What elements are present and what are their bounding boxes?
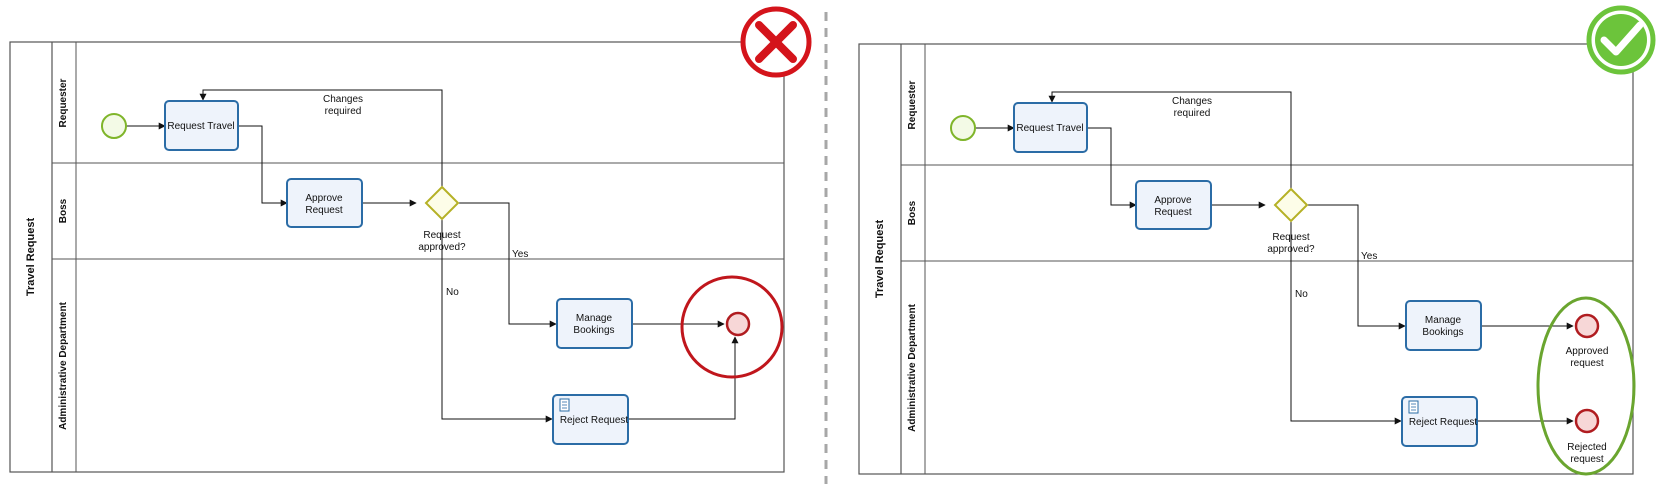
svg-text:Manage: Manage <box>576 313 613 324</box>
task-reject-request: Reject Request <box>1401 396 1478 447</box>
lane-label-requester: Requester <box>58 78 69 127</box>
start-event <box>950 115 976 141</box>
task-request-travel: Request Travel <box>164 100 239 151</box>
flow-request-to-approve <box>1086 127 1137 209</box>
pool <box>858 43 1634 475</box>
end-event-approved: Approved request <box>1566 313 1609 369</box>
flow-no <box>441 219 553 423</box>
end-event-rejected: Rejected request <box>1567 408 1607 465</box>
pool <box>9 41 785 473</box>
flow-label-required: required <box>1174 108 1211 119</box>
start-event <box>101 113 127 139</box>
svg-text:Request: Request <box>1272 232 1309 243</box>
svg-text:Approve: Approve <box>305 193 343 204</box>
gateway-request-approved: Request approved? <box>418 185 466 253</box>
cross-icon <box>740 6 812 78</box>
svg-text:approved?: approved? <box>1267 244 1315 255</box>
svg-text:Reject Request: Reject Request <box>1409 417 1478 428</box>
svg-text:Reject Request: Reject Request <box>560 415 629 426</box>
svg-text:approved?: approved? <box>418 242 466 253</box>
correct-highlight-ring <box>1536 296 1636 476</box>
svg-text:request: request <box>1570 454 1604 465</box>
svg-text:Approved: Approved <box>1566 346 1609 357</box>
flow-yes <box>458 202 557 328</box>
task-approve-request: Approve Request <box>1135 180 1212 230</box>
pool-label: Travel Request <box>874 220 886 299</box>
svg-text:Request Travel: Request Travel <box>1016 123 1083 134</box>
svg-text:Request Travel: Request Travel <box>167 121 234 132</box>
error-highlight-ring <box>680 275 784 379</box>
svg-text:Approve: Approve <box>1154 195 1192 206</box>
pool-label: Travel Request <box>25 218 37 297</box>
script-icon <box>1408 400 1419 414</box>
svg-text:Bookings: Bookings <box>1422 327 1463 338</box>
check-icon <box>1586 5 1656 75</box>
lane-label-boss: Boss <box>907 200 918 225</box>
lane-label-admin: Administrative Department <box>58 301 69 429</box>
task-approve-request: Approve Request <box>286 178 363 228</box>
svg-text:Rejected: Rejected <box>1567 442 1606 453</box>
svg-text:Request: Request <box>305 205 342 216</box>
svg-text:request: request <box>1570 358 1604 369</box>
end-event <box>725 311 751 337</box>
task-reject-request: Reject Request <box>552 394 629 445</box>
svg-text:Request: Request <box>423 230 460 241</box>
script-icon <box>559 398 570 412</box>
flow-label-no: No <box>446 287 459 298</box>
task-manage-bookings: Manage Bookings <box>556 298 633 349</box>
flow-request-to-approve <box>237 125 288 207</box>
diagram-wrong: Travel Request Requester Boss Administra… <box>9 6 812 473</box>
flow-changes-required <box>1048 91 1292 189</box>
flow-label-no: No <box>1295 289 1308 300</box>
lane-label-admin: Administrative Department <box>907 303 918 431</box>
gateway-request-approved: Request approved? <box>1267 187 1315 255</box>
svg-text:Manage: Manage <box>1425 315 1462 326</box>
flow-label-required: required <box>325 106 362 117</box>
flow-yes <box>1307 204 1406 330</box>
svg-text:Request: Request <box>1154 207 1191 218</box>
flow-label-yes: Yes <box>1361 251 1377 262</box>
flow-changes-required <box>199 89 443 187</box>
flow-label-yes: Yes <box>512 249 528 260</box>
lane-label-requester: Requester <box>907 80 918 129</box>
flow-reject-to-end <box>628 336 739 420</box>
diagram-right: Travel Request Requester Boss Administra… <box>858 5 1656 476</box>
lane-label-boss: Boss <box>58 198 69 223</box>
task-request-travel: Request Travel <box>1013 102 1088 153</box>
svg-text:Bookings: Bookings <box>573 325 614 336</box>
task-manage-bookings: Manage Bookings <box>1405 300 1482 351</box>
flow-label-changes: Changes <box>1172 96 1212 107</box>
flow-label-changes: Changes <box>323 94 363 105</box>
flow-no <box>1290 221 1402 425</box>
